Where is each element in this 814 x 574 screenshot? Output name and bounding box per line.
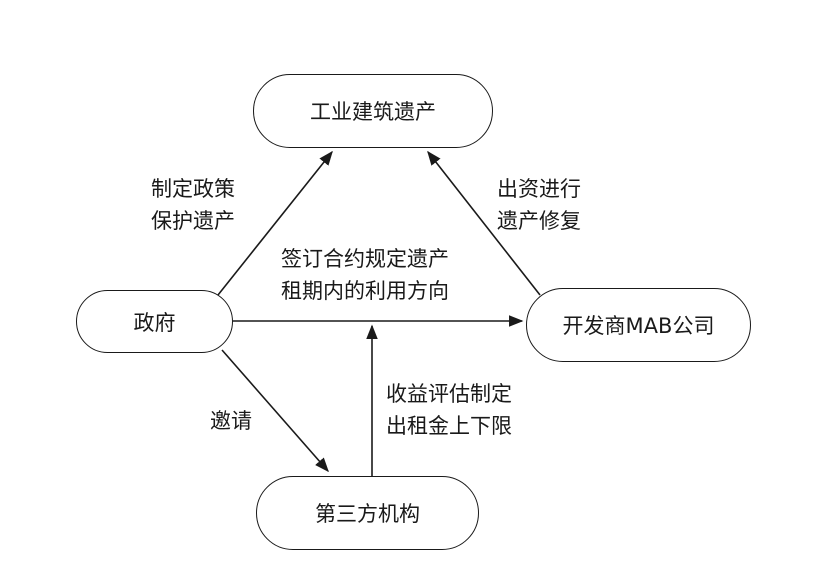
label-line: 签订合约规定遗产 (281, 247, 449, 271)
label-line: 收益评估制定 (386, 382, 512, 406)
label-dev-to-heritage: 出资进行 遗产修复 (497, 173, 581, 237)
label-line: 租期内的利用方向 (281, 279, 449, 303)
label-line: 出租金上下限 (386, 414, 512, 438)
label-line: 制定政策 (151, 177, 235, 201)
node-developer: 开发商MAB公司 (526, 288, 751, 362)
node-third-party: 第三方机构 (256, 476, 479, 550)
label-line: 遗产修复 (497, 209, 581, 233)
label-line: 出资进行 (497, 177, 581, 201)
arrow-gov-to-third (221, 349, 329, 473)
label-third-to-center: 收益评估制定 出租金上下限 (386, 378, 512, 442)
label-gov-to-dev: 签订合约规定遗产 租期内的利用方向 (281, 243, 449, 307)
node-government: 政府 (76, 290, 233, 353)
node-heritage: 工业建筑遗产 (253, 74, 493, 148)
label-line: 邀请 (210, 409, 252, 433)
label-line: 保护遗产 (151, 209, 235, 233)
label-gov-to-heritage: 制定政策 保护遗产 (151, 173, 235, 237)
arrow-dev-to-heritage (427, 150, 541, 296)
label-gov-to-third: 邀请 (210, 405, 252, 437)
arrow-gov-to-heritage (217, 150, 333, 296)
